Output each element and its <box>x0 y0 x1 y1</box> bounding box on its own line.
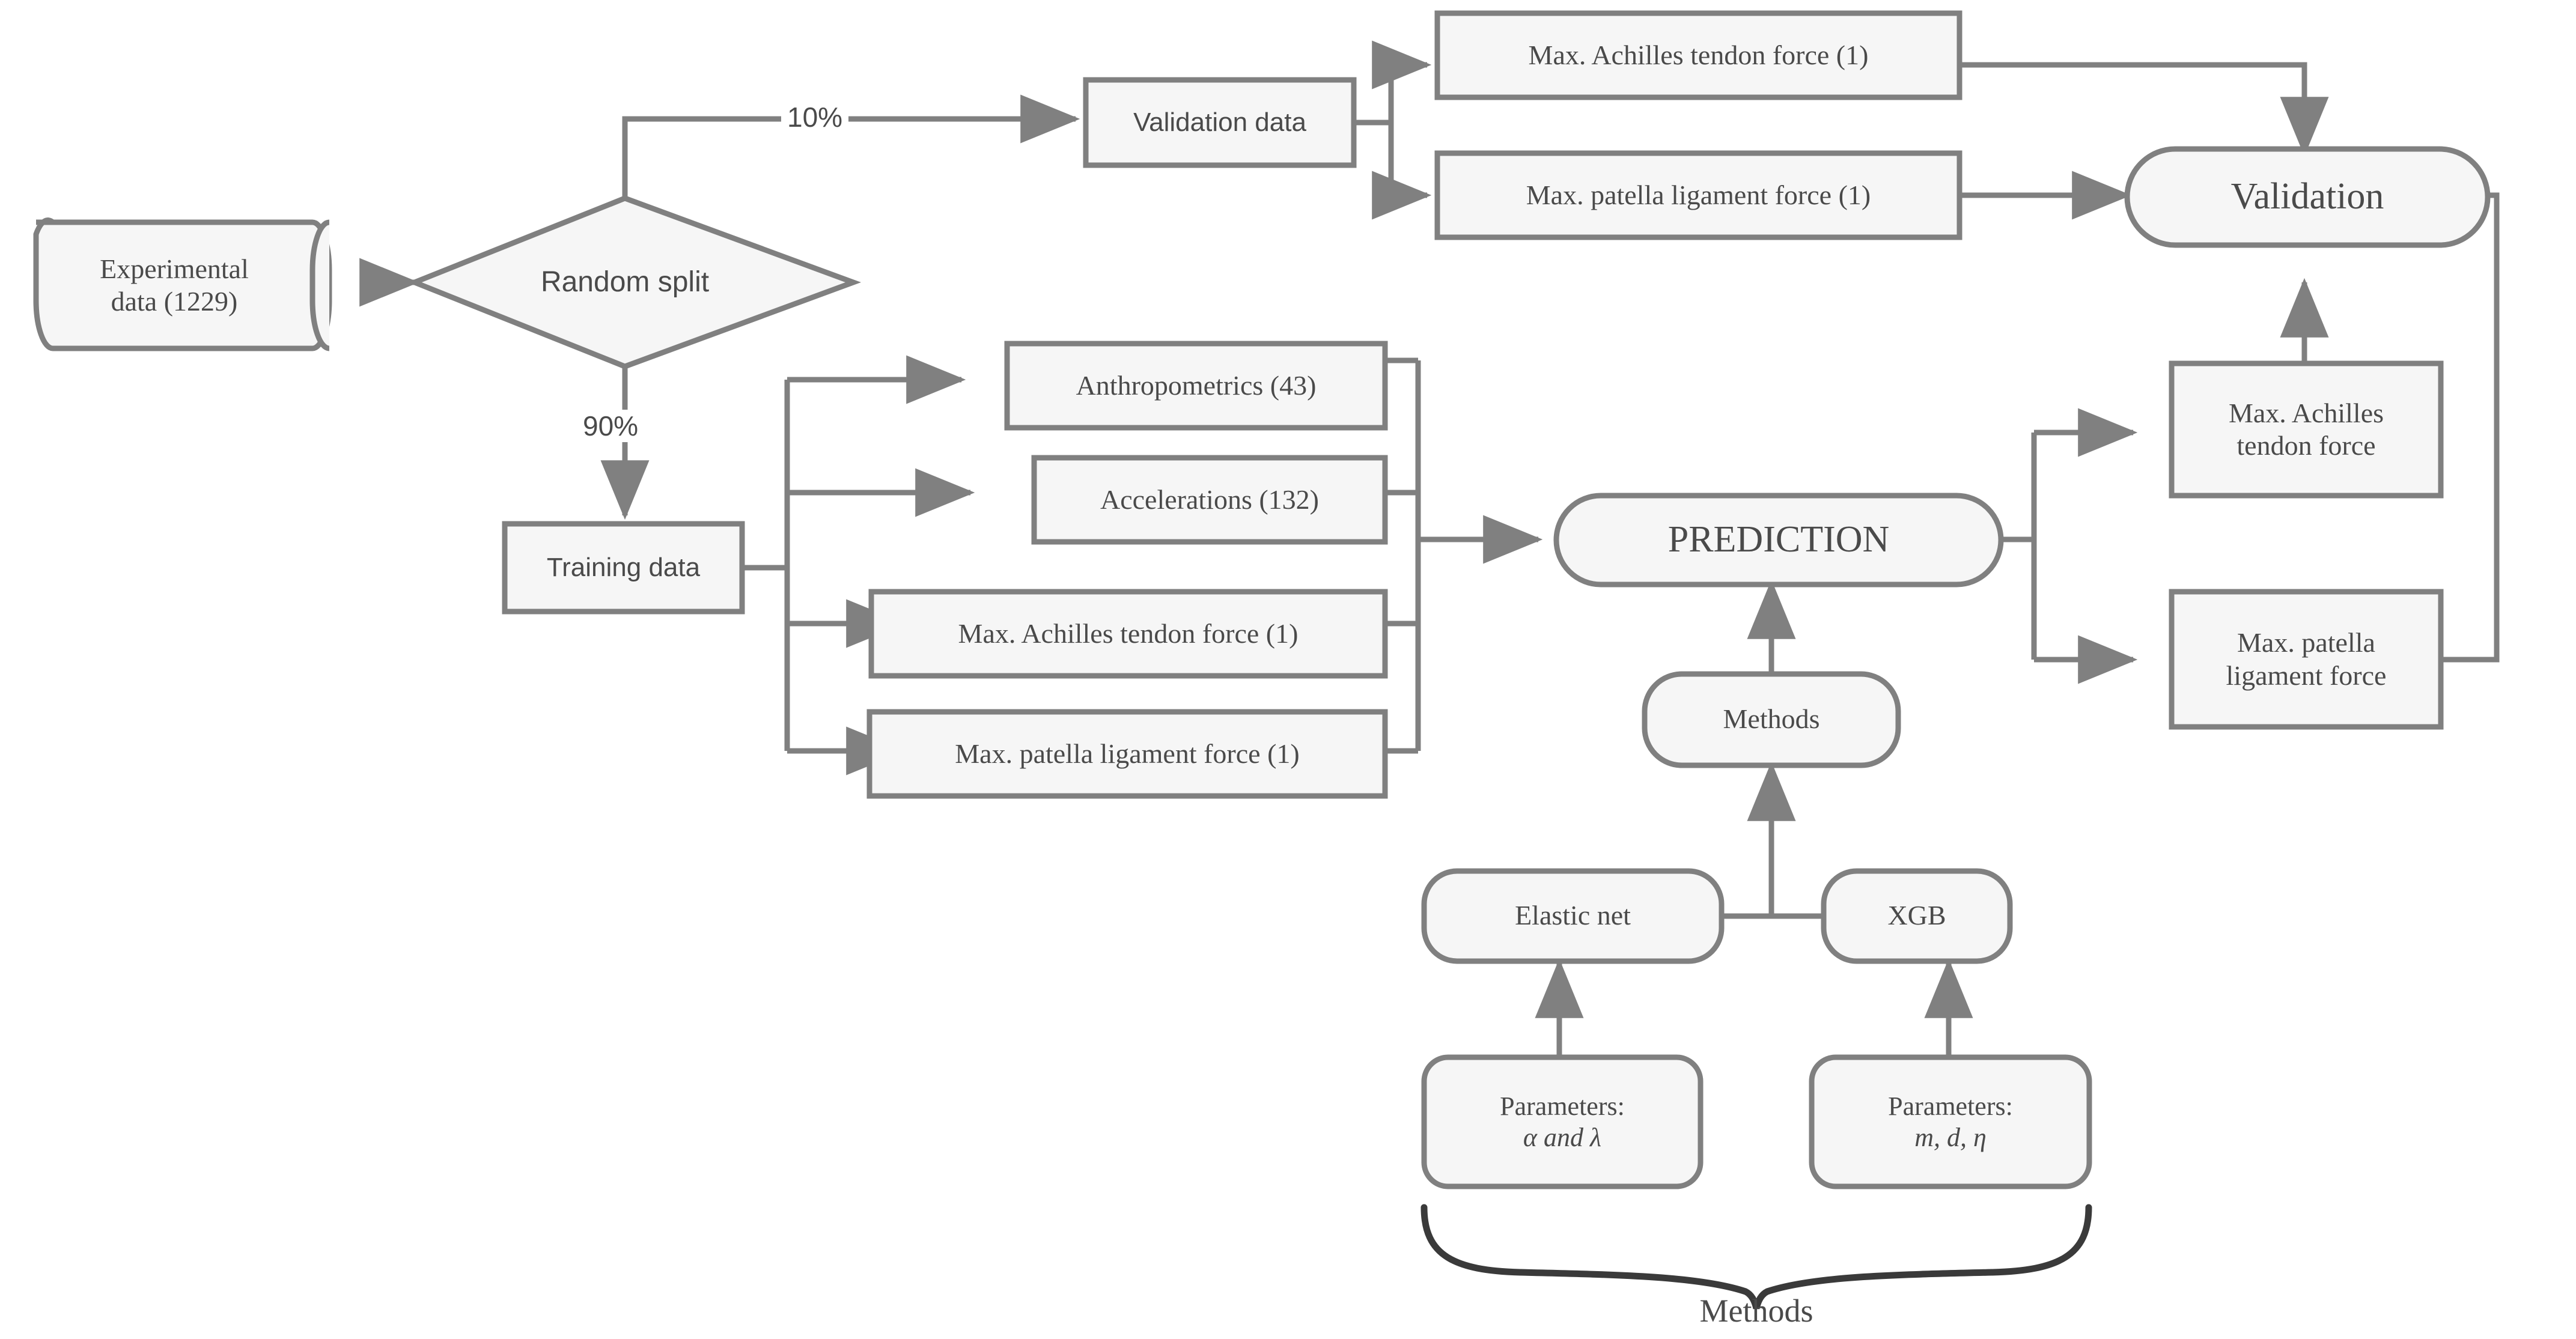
random-split-shape[interactable] <box>407 195 862 369</box>
training-data-shape[interactable] <box>502 521 745 615</box>
accelerations-shape[interactable] <box>1031 455 1388 545</box>
out-achilles-shape[interactable] <box>2169 360 2444 499</box>
elastic-net-shape[interactable] <box>1421 868 1725 964</box>
xgb-shape[interactable] <box>1821 868 2013 964</box>
edge-split-to-validation-data <box>622 94 1080 198</box>
node-shape-layer <box>33 10 2491 1310</box>
split-validation-percent-label: 10% <box>781 101 849 133</box>
prediction-shape[interactable] <box>1553 493 2004 588</box>
methods-node-shape[interactable] <box>1642 671 1901 768</box>
edge-valdata-to-val-patella <box>1354 120 1432 220</box>
out-patella-shape[interactable] <box>2169 589 2444 730</box>
validation-shape[interactable] <box>2124 146 2491 248</box>
edge-val-achilles-to-validation <box>1959 62 2329 157</box>
params-xgb-shape[interactable] <box>1809 1054 2092 1189</box>
experimental-data-shape[interactable] <box>33 217 332 351</box>
split-training-percent-label: 90% <box>577 410 645 442</box>
train-patella-shape[interactable] <box>866 709 1388 799</box>
params-elastic-shape[interactable] <box>1421 1054 1704 1189</box>
validation-data-shape[interactable] <box>1083 77 1357 168</box>
val-achilles-shape[interactable] <box>1434 10 1962 100</box>
edge-valdata-to-val-achilles <box>1354 40 1432 126</box>
anthropometrics-shape[interactable] <box>1004 341 1388 431</box>
val-patella-shape[interactable] <box>1434 150 1962 240</box>
methods-brace-icon <box>1420 1204 2092 1310</box>
train-achilles-shape[interactable] <box>868 589 1388 679</box>
edge-layer <box>359 40 2500 1056</box>
